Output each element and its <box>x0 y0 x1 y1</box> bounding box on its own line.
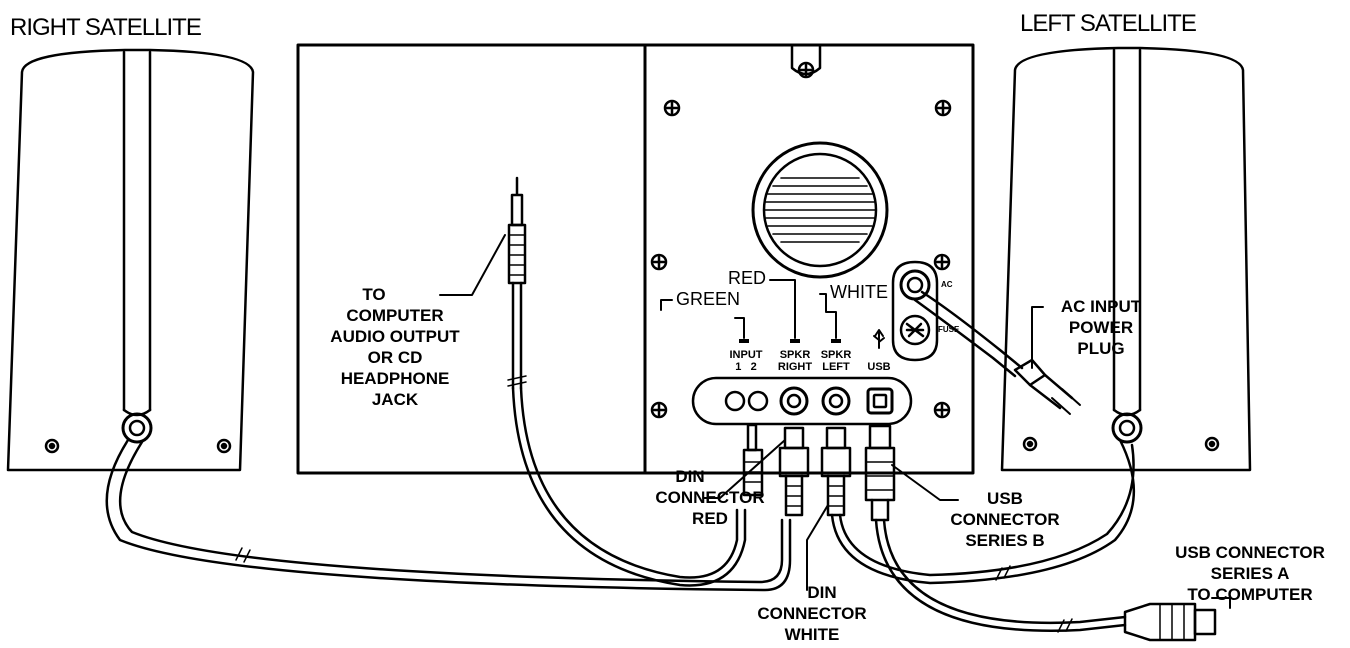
spkr-right-port-label: SPKR RIGHT <box>777 349 813 373</box>
callout-usb-b: USB CONNECTOR SERIES B <box>950 489 1060 550</box>
callout-to-computer: TO COMPUTER AUDIO OUTPUT OR CD HEADPHONE… <box>330 285 460 409</box>
connector-panel <box>691 329 913 426</box>
ac-power-cord <box>913 290 1081 415</box>
right-satellite-speaker <box>6 48 255 472</box>
din-red-connector <box>778 426 810 517</box>
spkr-left-port-label: SPKR LEFT <box>820 349 852 373</box>
input-plug <box>742 423 764 497</box>
white-label: WHITE <box>828 282 890 303</box>
usb-port-label: USB <box>867 361 891 373</box>
usb-b-connector <box>864 424 1127 633</box>
din-white-connector <box>820 426 1136 585</box>
callout-ac-input: AC INPUT POWER PLUG <box>1060 297 1142 358</box>
audio-cable <box>507 176 747 587</box>
ac-label: AC <box>941 280 953 289</box>
callout-usb-a: USB CONNECTOR SERIES A TO COMPUTER <box>1175 543 1325 604</box>
usb-a-connector <box>1123 602 1217 642</box>
red-label: RED <box>726 268 769 289</box>
callout-din-white: DIN CONNECTOR WHITE <box>757 583 867 644</box>
vent-grille <box>764 177 876 243</box>
right-satellite-cable <box>105 438 792 592</box>
right-satellite-title: RIGHT SATELLITE <box>10 14 202 41</box>
left-satellite-speaker <box>1000 46 1252 472</box>
input-port-label: INPUT 1 2 <box>729 349 763 373</box>
subwoofer-cabinet <box>296 43 975 475</box>
left-satellite-title: LEFT SATELLITE <box>1020 10 1197 37</box>
green-label: GREEN <box>674 289 743 310</box>
fuse-label: FUSE <box>938 325 960 334</box>
callout-din-red: DIN CONNECTOR RED <box>655 467 765 528</box>
